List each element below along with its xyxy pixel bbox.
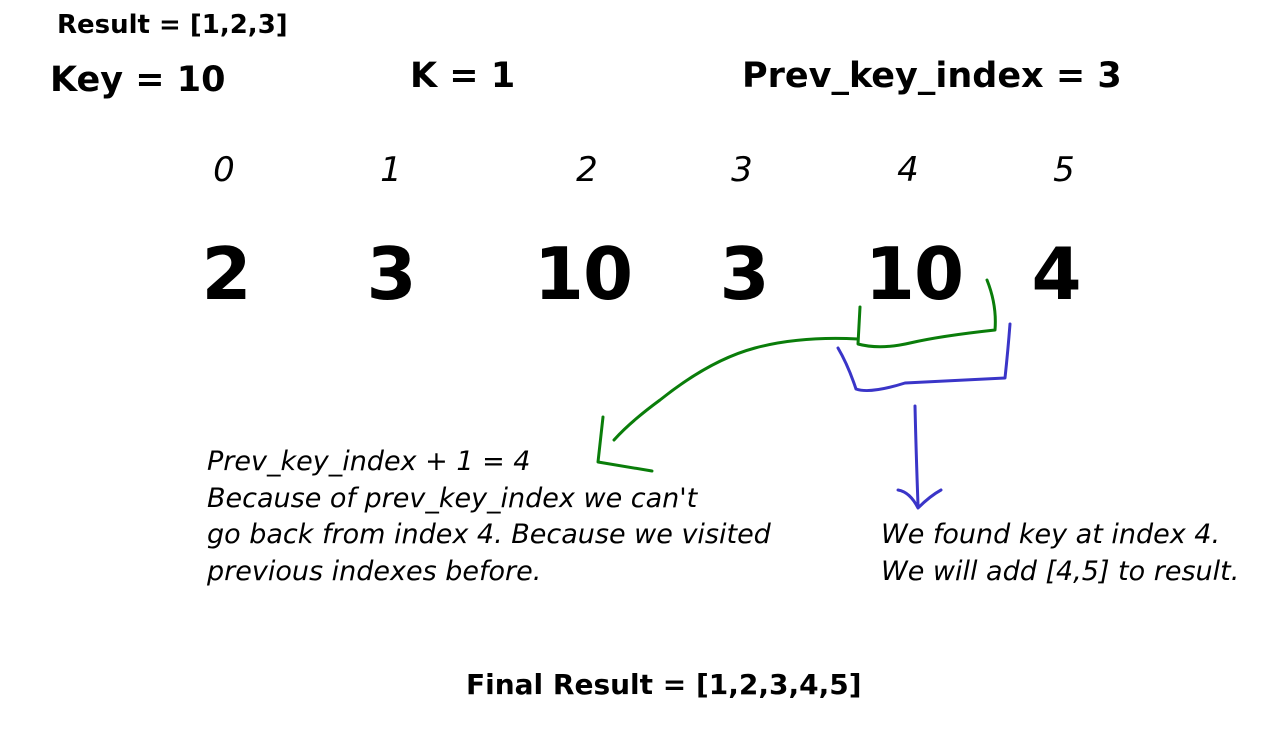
array-value: 3 (366, 232, 416, 316)
blue-arrow-head (896, 488, 943, 510)
note-line: We will add [4,5] to result. (881, 555, 1240, 587)
final-result-label: Final Result = [1,2,3,4,5] (466, 668, 862, 701)
array-value: 3 (719, 232, 769, 316)
array-value: 10 (864, 232, 964, 316)
array-index: 0 (213, 150, 235, 190)
array-value: 4 (1031, 232, 1081, 316)
k-label: K = 1 (410, 56, 516, 96)
blue-arrow-shaft (913, 404, 920, 507)
green-arrow-head (596, 415, 654, 473)
prev-key-index-label: Prev_key_index = 3 (742, 56, 1122, 96)
array-index: 5 (1053, 150, 1075, 190)
left-explanation-note: Prev_key_index + 1 = 4 Because of prev_k… (207, 444, 771, 590)
result-label: Result = [1,2,3] (57, 10, 288, 40)
note-line: Prev_key_index + 1 = 4 (207, 446, 531, 477)
array-index: 3 (731, 150, 753, 190)
note-line: Because of prev_key_index we can't (207, 482, 698, 514)
note-line: We found key at index 4. (881, 519, 1221, 550)
right-explanation-note: We found key at index 4. We will add [4,… (881, 517, 1239, 590)
array-index: 4 (897, 150, 919, 190)
array-index: 2 (576, 150, 598, 190)
blue-bracket (836, 322, 1012, 392)
array-value: 10 (533, 232, 633, 316)
green-arrow-curve (612, 336, 860, 442)
array-index: 1 (380, 150, 402, 190)
key-label: Key = 10 (50, 60, 226, 100)
green-bracket (856, 278, 997, 349)
note-line: go back from index 4. Because we visited (207, 519, 771, 550)
array-value: 2 (201, 232, 251, 316)
note-line: previous indexes before. (207, 555, 542, 587)
